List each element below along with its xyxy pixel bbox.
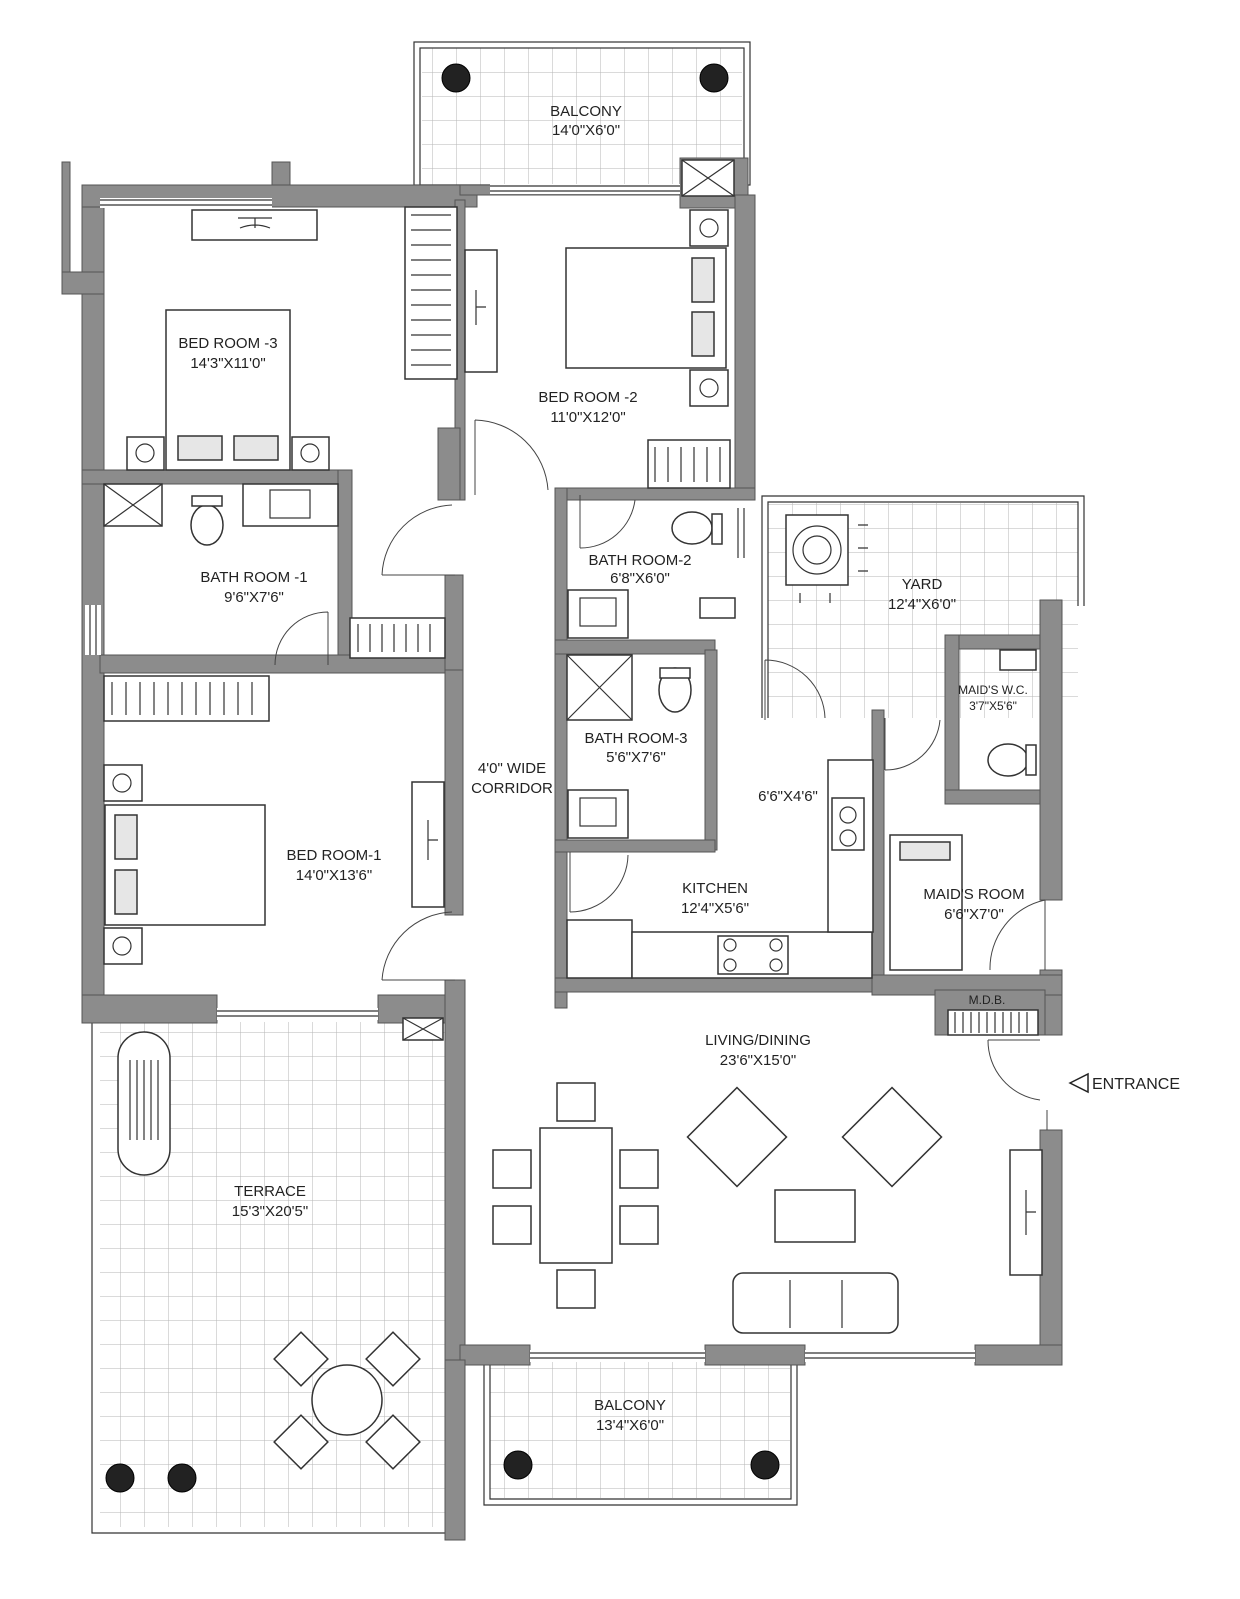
yard-label: YARD — [902, 576, 943, 593]
coffee-table — [774, 1189, 856, 1243]
plant-icon — [503, 1450, 533, 1480]
mdb-label: M.D.B. — [969, 993, 1006, 1007]
living-size: 23'6"X15'0" — [720, 1052, 796, 1069]
walls — [61, 157, 1063, 1541]
wardrobe-bed1 — [103, 675, 270, 722]
balcony-bottom-railing-inner — [489, 1360, 792, 1500]
vanity-bath2 — [567, 589, 629, 639]
plant-icon — [167, 1463, 197, 1493]
terrace-railing — [91, 1015, 452, 1534]
nightstand-bed2-bottom — [689, 369, 729, 407]
ac-unit — [785, 514, 849, 586]
nightstand-bed3-left — [126, 436, 165, 471]
wardrobe-bed2 — [647, 439, 731, 489]
balcony-top-size: 14'0"X6'0" — [552, 122, 620, 139]
tv-unit-bed2 — [464, 249, 498, 373]
bedroom2-size: 11'0"X12'0" — [550, 409, 625, 426]
corridor-label-1: 4'0" WIDE — [478, 760, 546, 777]
labels: BALCONY 14'0"X6'0" BED ROOM -3 14'3"X11'… — [178, 103, 1180, 1434]
bedroom2-label: BED ROOM -2 — [538, 389, 637, 406]
plant-icon — [750, 1450, 780, 1480]
bath3-size: 5'6"X7'6" — [606, 749, 666, 766]
plant-icon — [441, 63, 471, 93]
doors — [274, 419, 1048, 1130]
entrance-arrow-icon — [1068, 1072, 1089, 1094]
balcony-top-label: BALCONY — [550, 103, 622, 120]
terrace-size: 15'3"X20'5" — [232, 1203, 308, 1220]
bath2-label: BATH ROOM-2 — [588, 552, 691, 569]
maids-wc-size: 3'7"X5'6" — [969, 699, 1017, 713]
balcony-bottom-size: 13'4"X6'0" — [596, 1417, 664, 1434]
maids-room-size: 6'6"X7'0" — [944, 906, 1004, 923]
kitchen-label: KITCHEN — [682, 880, 748, 897]
toilet-maid-wc — [987, 743, 1029, 777]
terrace-table — [311, 1364, 383, 1436]
nightstand-bed3-right — [291, 436, 330, 471]
bath1-size: 9'6"X7'6" — [224, 589, 284, 606]
plant-icon — [105, 1463, 135, 1493]
kitchen-size: 12'4"X5'6" — [681, 900, 749, 917]
bath2-size: 6'8"X6'0" — [610, 570, 670, 587]
bedroom3-size: 14'3"X11'0" — [190, 355, 265, 372]
utility-size: 6'6"X4'6" — [758, 788, 818, 805]
nightstand-bed2-top — [689, 209, 729, 247]
bath1-label: BATH ROOM -1 — [200, 569, 307, 586]
toilet-bath2 — [671, 511, 713, 545]
bedroom1-label: BED ROOM-1 — [286, 847, 381, 864]
stove — [717, 935, 789, 975]
maids-room-label: MAID'S ROOM — [923, 886, 1024, 903]
armchair-right — [841, 1086, 943, 1188]
toilet-bath1 — [190, 504, 224, 546]
kitchen-counter — [566, 919, 633, 979]
yard-size: 12'4"X6'0" — [888, 596, 956, 613]
bedroom1-size: 14'0"X13'6" — [296, 867, 372, 884]
wardrobe-bath1 — [349, 617, 446, 659]
vanity-bath1 — [242, 483, 339, 527]
plant-icon — [699, 63, 729, 93]
terrace-label: TERRACE — [234, 1183, 306, 1200]
dining-table — [539, 1127, 613, 1264]
entrance-label: ENTRANCE — [1092, 1076, 1180, 1093]
yard-railing-inner — [767, 501, 1079, 718]
mdb-panel — [947, 1009, 1039, 1036]
sofa — [732, 1272, 899, 1334]
balcony-bottom-label: BALCONY — [594, 1397, 666, 1414]
balcony-bottom-tiles-area — [490, 1360, 790, 1498]
vanity-bath3 — [567, 789, 629, 839]
balcony-bottom-railing — [483, 1360, 798, 1506]
living-label: LIVING/DINING — [705, 1032, 811, 1049]
armchair-left — [686, 1086, 788, 1188]
bedroom3-label: BED ROOM -3 — [178, 335, 277, 352]
openings — [85, 184, 975, 1362]
wardrobe-bed3 — [404, 206, 458, 380]
yard-railing — [761, 495, 1085, 718]
corridor-label-2: CORRIDOR — [471, 780, 553, 797]
sink-kitchen — [831, 797, 865, 851]
bath3-label: BATH ROOM-3 — [584, 730, 687, 747]
fixtures — [103, 63, 1089, 1493]
maids-wc-label: MAID'S W.C. — [958, 683, 1028, 697]
